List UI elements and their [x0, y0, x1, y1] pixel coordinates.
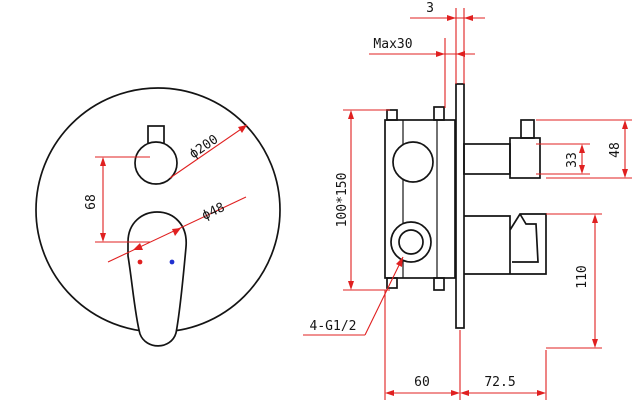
dim-72-5-label: 72.5 — [484, 375, 515, 390]
diverter-spindle — [463, 143, 511, 175]
dim-60-label: 60 — [414, 375, 430, 390]
dimension-max30 — [369, 38, 475, 108]
dimension-33 — [536, 143, 590, 175]
thread-leader — [303, 256, 404, 336]
cover-plate-side — [455, 83, 465, 329]
dimension-phi200 — [169, 124, 248, 179]
dimension-48 — [536, 119, 632, 179]
dimension-3 — [410, 8, 485, 84]
dimension-100x150 — [343, 109, 390, 291]
box-tab-bottom-left — [386, 277, 398, 289]
thread-label: 4-G1/2 — [310, 319, 357, 334]
dimension-60 — [384, 290, 461, 400]
dim-phi48-label: ϕ48 — [200, 200, 228, 224]
dim-phi200-label: ϕ200 — [187, 132, 221, 162]
front-view: 68 ϕ200 ϕ48 — [35, 87, 281, 347]
diverter-knob — [134, 141, 178, 185]
dim-68-label: 68 — [84, 194, 99, 210]
thread-outlet-inner — [398, 229, 424, 255]
diverter-knob-side — [509, 137, 541, 179]
thread-outlet — [390, 221, 432, 263]
dimension-68 — [95, 156, 150, 243]
dim-48-label: 48 — [608, 142, 623, 158]
dimension-110 — [546, 213, 602, 349]
box-tab-top-right — [433, 106, 445, 121]
side-view — [384, 83, 547, 329]
dimension-phi48 — [107, 196, 247, 263]
box-tab-top-left — [386, 109, 398, 121]
dim-3-label: 3 — [426, 1, 434, 16]
cold-indicator-dot — [169, 259, 175, 265]
dim-max30-label: Max30 — [373, 37, 412, 52]
diverter-knob-stem — [520, 119, 535, 139]
dim-110-label: 110 — [575, 265, 590, 288]
hot-indicator-dot — [137, 259, 143, 265]
dimension-72-5 — [460, 350, 547, 400]
dim-33-label: 33 — [565, 152, 580, 168]
mounting-box — [384, 119, 456, 279]
box-tab-bottom-right — [433, 277, 445, 291]
dim-100x150-label: 100*150 — [335, 173, 350, 228]
mixer-lever-side — [464, 213, 547, 275]
diverter-port — [392, 141, 434, 183]
